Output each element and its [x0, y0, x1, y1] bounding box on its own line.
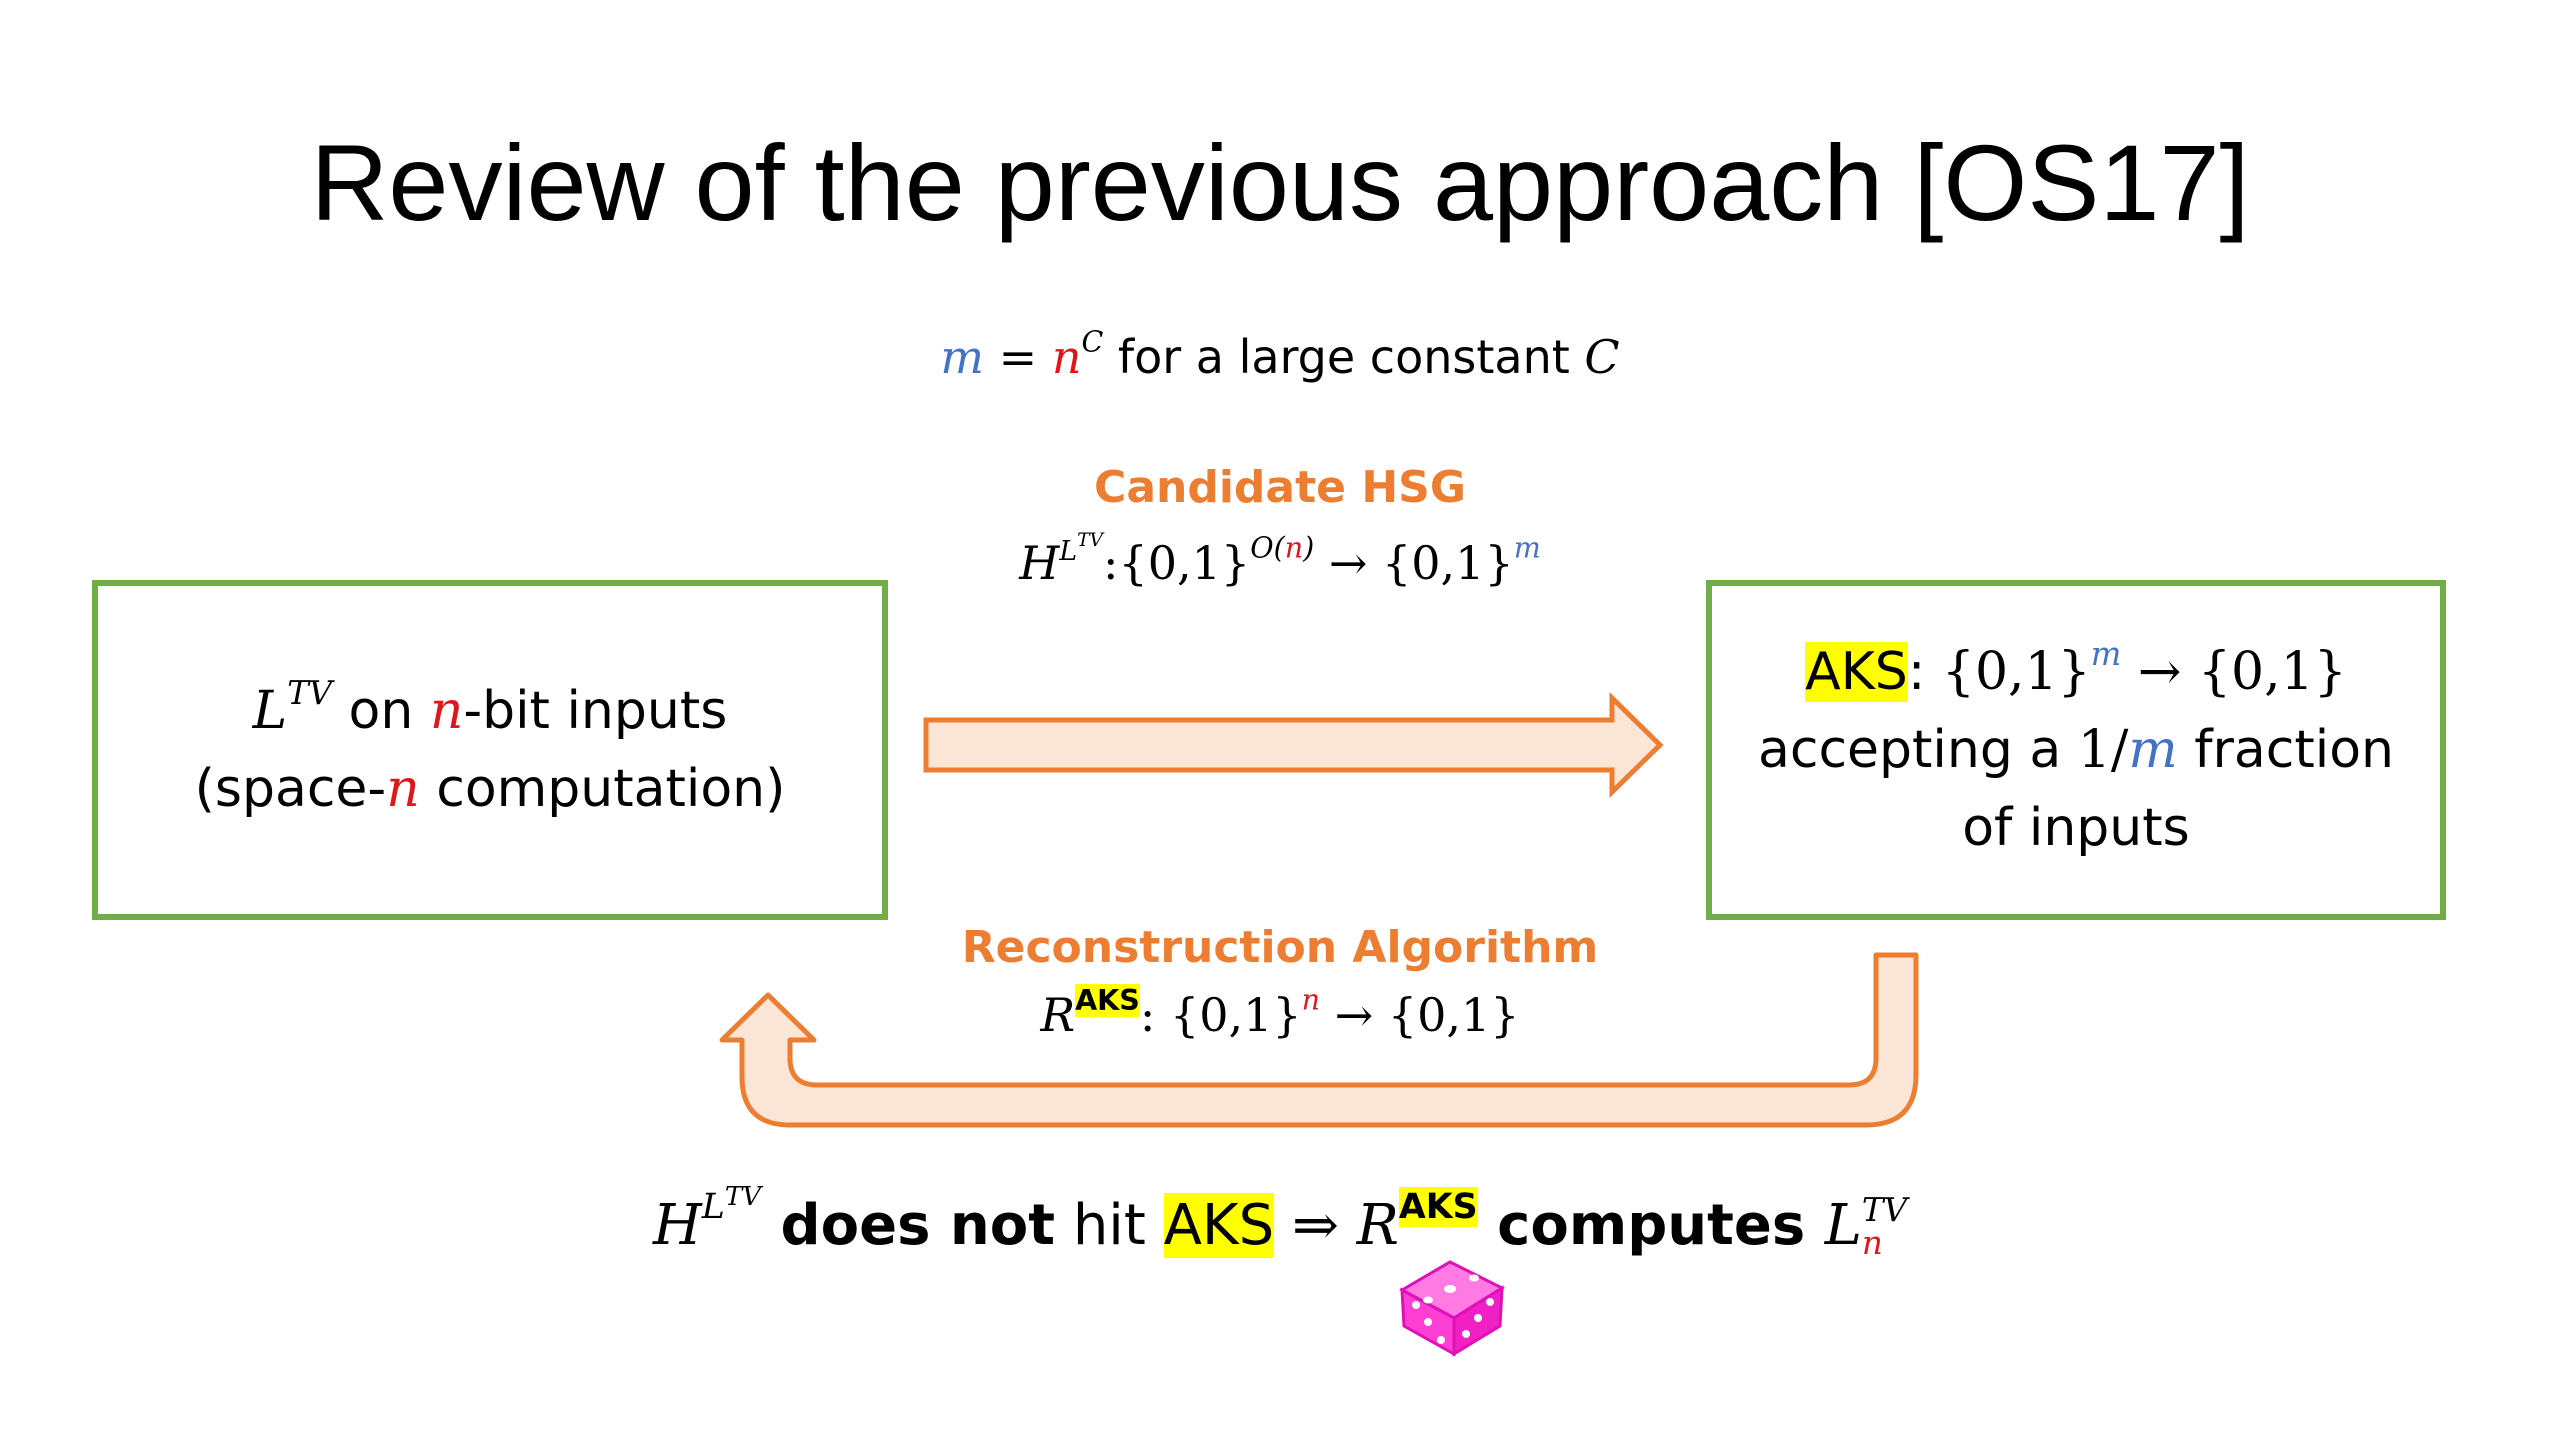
- reconstruction-arrow: [719, 952, 1919, 1128]
- dice-icon: [1398, 1260, 1506, 1357]
- slide-title: Review of the previous approach [OS17]: [310, 122, 2250, 243]
- reconstruction-label: Reconstruction Algorithm: [961, 922, 1599, 973]
- hsg-label: Candidate HSG: [1094, 462, 1466, 513]
- aks-line-2: accepting a 1/m fraction: [1758, 720, 2394, 780]
- aks-line-3: of inputs: [1962, 798, 2190, 858]
- aks-line-1: AKS: {0,1}m → {0,1}: [1805, 634, 2347, 702]
- ltv-line-1: LTV on n-bit inputs: [252, 673, 728, 741]
- ltv-line-2: (space-n computation): [194, 759, 786, 819]
- reconstruction-formula: RAKS: {0,1}n → {0,1}: [1040, 983, 1520, 1042]
- aks-box: AKS: {0,1}m → {0,1} accepting a 1/m frac…: [1706, 580, 2446, 920]
- parameter-definition: m = nC for a large constant C: [940, 325, 1620, 384]
- forward-arrow: [923, 692, 1664, 798]
- ltv-box: LTV on n-bit inputs (space-n computation…: [92, 580, 888, 920]
